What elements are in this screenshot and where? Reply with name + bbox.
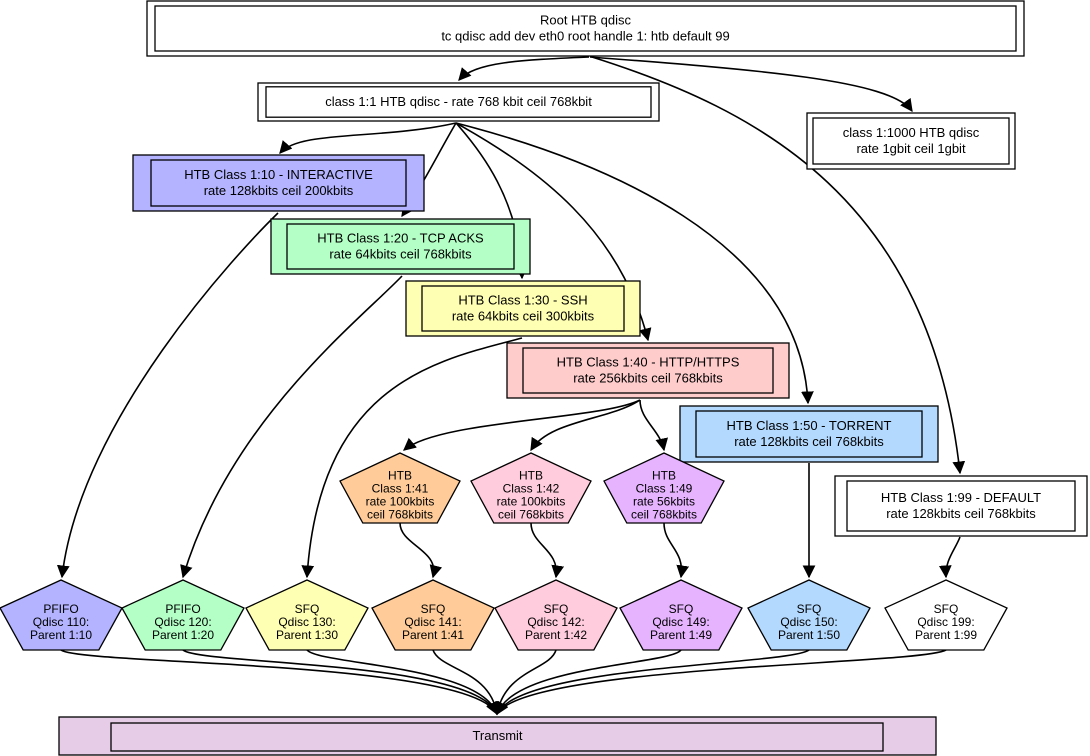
node-c1-99-line-1: rate 128kbits ceil 768kbits [886, 506, 1036, 521]
node-c1-99-line-0: HTB Class 1:99 - DEFAULT [881, 490, 1041, 505]
node-c1-49-line-1: Class 1:49 [636, 482, 693, 496]
node-q142-line-1: Qdisc 142: [527, 615, 584, 629]
edges [56, 56, 966, 716]
node-q149-line-0: SFQ [669, 602, 694, 616]
node-q142-line-2: Parent 1:42 [525, 628, 587, 642]
node-q130-line-0: SFQ [295, 602, 320, 616]
node-transmit-line-0: Transmit [472, 728, 522, 743]
node-root-line-1: tc qdisc add dev eth0 root handle 1: htb… [441, 29, 729, 44]
node-c1-1000-line-1: rate 1gbit ceil 1gbit [856, 141, 966, 156]
edge-q199-to-transmit [496, 649, 947, 716]
node-c1-1: class 1:1 HTB qdisc - rate 768 kbit ceil… [257, 82, 660, 122]
node-q130-line-1: Qdisc 130: [278, 615, 335, 629]
node-c1-1000-line-0: class 1:1000 HTB qdisc [843, 125, 980, 140]
node-c1-41-line-2: rate 100kbits [366, 495, 435, 509]
node-c1-41-line-1: Class 1:41 [372, 482, 429, 496]
edge-c1_10-to-q110 [56, 212, 279, 579]
node-q110-line-1: Qdisc 110: [33, 615, 89, 629]
node-c1-10-line-0: HTB Class 1:10 - INTERACTIVE [184, 167, 373, 182]
edge-c1_30-to-q130 [301, 337, 523, 579]
node-q130-line-2: Parent 1:30 [276, 628, 338, 642]
node-c1-30-line-1: rate 64kbits ceil 300kbits [452, 309, 595, 324]
edge-c1_40-to-c1_42 [530, 399, 641, 452]
node-transmit: Transmit [58, 716, 937, 756]
edge-q150-to-transmit [496, 649, 810, 716]
edge-c1_1-to-c1_50 [455, 122, 814, 405]
edge-c1_99-to-q199 [938, 536, 961, 579]
node-q141-line-0: SFQ [421, 602, 446, 616]
node-q199-line-1: Qdisc 199: [917, 615, 974, 629]
node-c1-42-line-1: Class 1:42 [503, 482, 560, 496]
node-q120-line-0: PFIFO [165, 602, 200, 616]
node-q120-line-1: Qdisc 120: [154, 615, 211, 629]
edge-c1_1-to-c1_10 [279, 122, 457, 154]
node-c1-42-line-3: ceil 768kbits [498, 508, 564, 522]
edge-q149-to-transmit [495, 649, 682, 716]
edge-c1_20-to-q120 [180, 275, 403, 579]
node-c1-40-line-1: rate 256kbits ceil 768kbits [573, 371, 723, 386]
node-c1-30-line-0: HTB Class 1:30 - SSH [458, 293, 587, 308]
edge-root-to-c1_1000 [589, 56, 913, 113]
node-root-line-0: Root HTB qdisc [540, 13, 632, 28]
node-c1-40-line-0: HTB Class 1:40 - HTTP/HTTPS [557, 355, 740, 370]
node-q199-line-0: SFQ [934, 602, 959, 616]
edge-root-to-c1_1 [458, 56, 590, 81]
node-q120-line-2: Parent 1:20 [152, 628, 214, 642]
node-q110-line-2: Parent 1:10 [30, 628, 92, 642]
node-q141-line-2: Parent 1:41 [402, 628, 464, 642]
node-q142-line-0: SFQ [544, 602, 569, 616]
edge-q110-to-transmit [60, 649, 498, 716]
edge-c1_40-to-c1_49 [639, 399, 669, 452]
node-q149-line-1: Qdisc 149: [652, 615, 709, 629]
node-c1-10-line-1: rate 128kbits ceil 200kbits [204, 183, 354, 198]
node-c1-1-line-0: class 1:1 HTB qdisc - rate 768 kbit ceil… [325, 94, 592, 109]
node-c1-20-line-0: HTB Class 1:20 - TCP ACKS [317, 231, 484, 246]
edge-c1_41-to-q141 [399, 522, 443, 579]
node-q149-line-2: Parent 1:49 [650, 628, 712, 642]
node-q150-line-0: SFQ [797, 602, 822, 616]
node-c1-49-line-0: HTB [652, 469, 676, 483]
node-q110-line-0: PFIFO [43, 602, 78, 616]
node-c1-50-line-1: rate 128kbits ceil 768kbits [734, 434, 884, 449]
edge-root-to-c1_99 [591, 56, 966, 475]
edge-c1_49-to-q149 [663, 522, 690, 579]
node-c1-49-line-2: rate 56kbits [633, 495, 695, 509]
node-c1-41-line-0: HTB [388, 469, 412, 483]
node-c1-42-line-0: HTB [519, 469, 543, 483]
edge-q120-to-transmit [182, 649, 499, 716]
node-c1-50-line-0: HTB Class 1:50 - TORRENT [727, 418, 892, 433]
node-q150-line-1: Qdisc 150: [780, 615, 837, 629]
node-q199-line-2: Parent 1:99 [915, 628, 977, 642]
edge-c1_42-to-q142 [530, 522, 565, 579]
edge-c1_40-to-c1_41 [403, 399, 641, 451]
node-q141-line-1: Qdisc 141: [404, 615, 461, 629]
node-c1-20-line-1: rate 64kbits ceil 768kbits [329, 247, 472, 262]
edge-q130-to-transmit [306, 649, 500, 716]
node-c1-42-line-2: rate 100kbits [497, 495, 566, 509]
node-c1-49-line-3: ceil 768kbits [631, 508, 697, 522]
node-q150-line-2: Parent 1:50 [778, 628, 840, 642]
node-c1-41-line-3: ceil 768kbits [367, 508, 433, 522]
